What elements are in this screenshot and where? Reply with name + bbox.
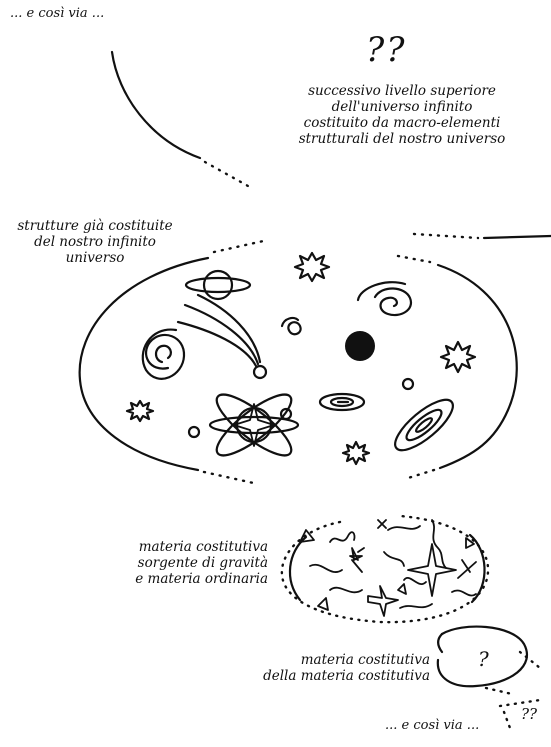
elliptical-galaxy-icon bbox=[320, 394, 364, 410]
black-hole-icon bbox=[345, 331, 375, 361]
so-on-label-bottom: ... e così via ... bbox=[385, 718, 479, 733]
materia-line-1: materia costitutiva bbox=[96, 540, 268, 556]
materia-della-line-2: della materia costitutiva bbox=[210, 669, 430, 685]
starburst-icon-left bbox=[127, 401, 153, 421]
small-swirl-icon bbox=[282, 318, 301, 334]
comet-icon bbox=[178, 295, 266, 378]
small-question-mark: ? bbox=[478, 648, 489, 672]
tilted-galaxy-icon bbox=[388, 392, 460, 458]
spiral-galaxy-icon-left bbox=[143, 330, 184, 379]
universe-ellipse bbox=[80, 240, 517, 484]
materia-della-description: materia costitutiva della materia costit… bbox=[210, 653, 430, 685]
so-on-label-top: ... e così via ... bbox=[10, 6, 104, 21]
small-circle-icon-3 bbox=[403, 379, 413, 389]
materia-description: materia costitutiva sorgente di gravità … bbox=[96, 540, 268, 588]
atom-icon bbox=[209, 386, 299, 465]
upper-level-line-3: costituito da macro-elementi bbox=[262, 116, 542, 132]
materia-particles bbox=[300, 520, 476, 616]
upper-level-arc-dots bbox=[205, 162, 248, 186]
spiral-galaxy-icon-top bbox=[358, 282, 411, 315]
upper-level-right-dots bbox=[414, 234, 478, 238]
upper-level-line-1: successivo livello superiore bbox=[262, 84, 542, 100]
starburst-icon-bottom bbox=[343, 442, 369, 464]
unknown-question-marks: ?? bbox=[366, 30, 406, 70]
upper-level-right-line bbox=[484, 236, 551, 238]
structures-line-3: universo bbox=[10, 251, 180, 267]
ringed-planet-icon bbox=[186, 271, 250, 299]
tiny-question-marks: ?? bbox=[521, 706, 537, 724]
materia-line-2: sorgente di gravità bbox=[96, 556, 268, 572]
structures-description: strutture già costituite del nostro infi… bbox=[10, 219, 180, 267]
structures-line-2: del nostro infinito bbox=[10, 235, 180, 251]
materia-line-3: e materia ordinaria bbox=[96, 572, 268, 588]
upper-level-line-4: strutturali del nostro universo bbox=[262, 132, 542, 148]
starburst-icon-right bbox=[441, 342, 475, 372]
upper-level-description: successivo livello superiore dell'univer… bbox=[262, 84, 542, 148]
small-circle-icon-1 bbox=[189, 427, 199, 437]
upper-level-line-2: dell'universo infinito bbox=[262, 100, 542, 116]
starburst-icon-top bbox=[295, 253, 329, 281]
structures-line-1: strutture già costituite bbox=[10, 219, 180, 235]
materia-della-line-1: materia costitutiva bbox=[210, 653, 430, 669]
upper-level-arc bbox=[112, 52, 200, 158]
